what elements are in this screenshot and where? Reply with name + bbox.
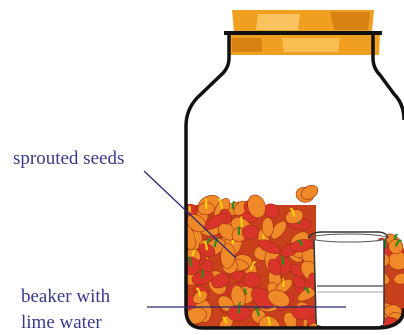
seed [242, 225, 258, 240]
sprout [241, 217, 242, 226]
beaker-label-line2: lime water [21, 313, 102, 332]
sprouted-seeds-label: sprouted seeds [13, 149, 124, 168]
cork-lid [224, 10, 382, 55]
beaker-with-lime-water [308, 232, 388, 327]
beaker-label-line1: beaker with [21, 287, 110, 306]
